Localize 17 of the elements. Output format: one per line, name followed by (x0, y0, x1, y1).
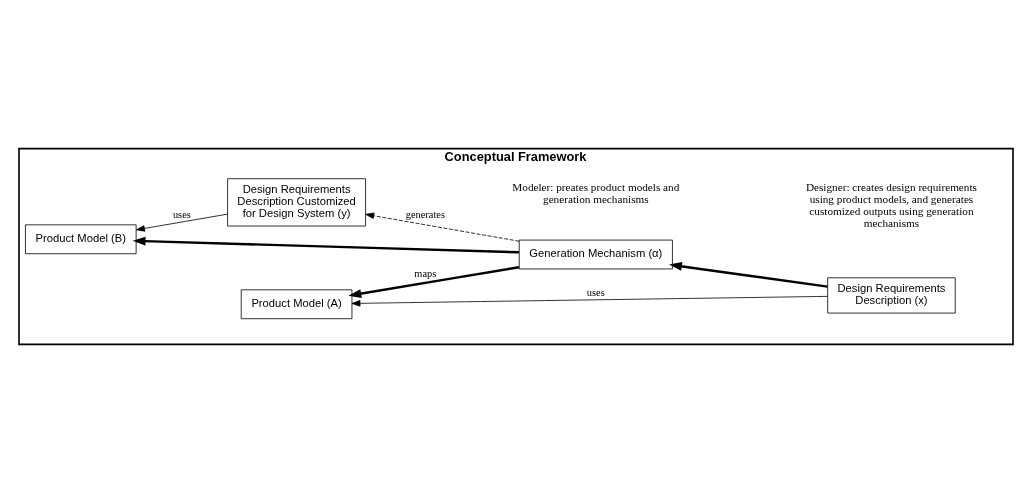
node-box: Product Model (B) (25, 224, 137, 255)
arrow (348, 266, 520, 299)
arrow (351, 296, 828, 307)
edge-label: uses (586, 286, 605, 298)
node-box: Generation Mechanism (α) (518, 239, 673, 270)
arrow (136, 213, 228, 232)
arrow (365, 212, 520, 242)
arrow (132, 236, 519, 254)
edge-label: generates (405, 208, 445, 220)
label: Modeler: preates product models and generation mechanisms (512, 180, 680, 205)
edge-label: maps (414, 267, 437, 279)
node-box: Product Model (A) (240, 289, 353, 320)
node-box: Design Requirements Description Customized for Design System (y) (227, 178, 366, 227)
arrow (669, 261, 828, 288)
edge-label: uses (172, 208, 191, 220)
label: Designer: creates design requirements using product models, and generates customized outputs using generation mechanisms (805, 180, 977, 229)
node-box: Design Requirements Description (x) (827, 277, 956, 314)
